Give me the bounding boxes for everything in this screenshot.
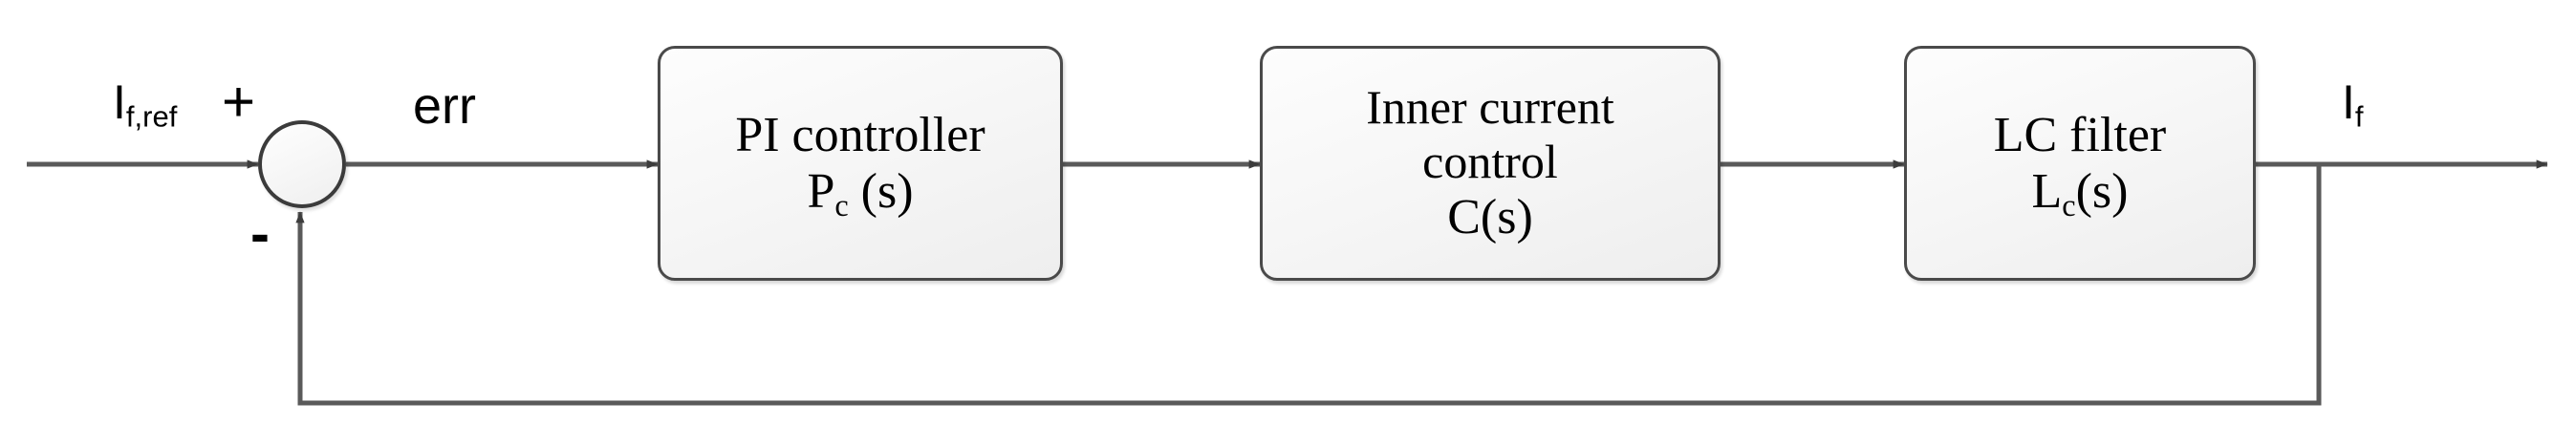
pi-transfer-tail: (s) <box>848 164 914 219</box>
block-pi-controller-transfer-function: Pc (s) <box>807 163 914 223</box>
block-lc-filter[interactable]: LC filter Lc(s) <box>1904 46 2256 281</box>
block-pi-controller[interactable]: PI controller Pc (s) <box>658 46 1063 281</box>
output-signal-base: I <box>2342 75 2355 129</box>
output-signal-subscript: f <box>2354 99 2364 134</box>
pi-transfer-base: P <box>807 164 835 219</box>
lc-transfer-subscript: c <box>2062 188 2076 223</box>
error-signal-label: err <box>413 77 476 135</box>
sum-plus-sign: + <box>222 70 256 134</box>
block-inner-current-control-title-line1: Inner current <box>1366 80 1614 135</box>
input-signal-base: I <box>113 75 126 129</box>
input-signal-label: If,ref <box>113 74 177 132</box>
summing-junction[interactable] <box>258 120 346 208</box>
block-inner-current-control-transfer-function: C(s) <box>1447 190 1533 245</box>
block-lc-filter-transfer-function: Lc(s) <box>2031 163 2129 223</box>
block-lc-filter-title: LC filter <box>1993 107 2167 162</box>
pi-transfer-subscript: c <box>834 188 849 223</box>
lc-transfer-tail: (s) <box>2075 164 2129 219</box>
block-inner-current-control[interactable]: Inner current control C(s) <box>1260 46 1721 281</box>
block-inner-current-control-title-line2: control <box>1422 135 1558 189</box>
output-signal-label: If <box>2342 74 2364 132</box>
block-pi-controller-title: PI controller <box>735 107 985 162</box>
wire-feedback-path <box>295 164 2322 406</box>
lc-transfer-base: L <box>2031 164 2063 219</box>
sum-minus-sign: - <box>250 201 270 265</box>
input-signal-subscript: f,ref <box>125 99 178 134</box>
